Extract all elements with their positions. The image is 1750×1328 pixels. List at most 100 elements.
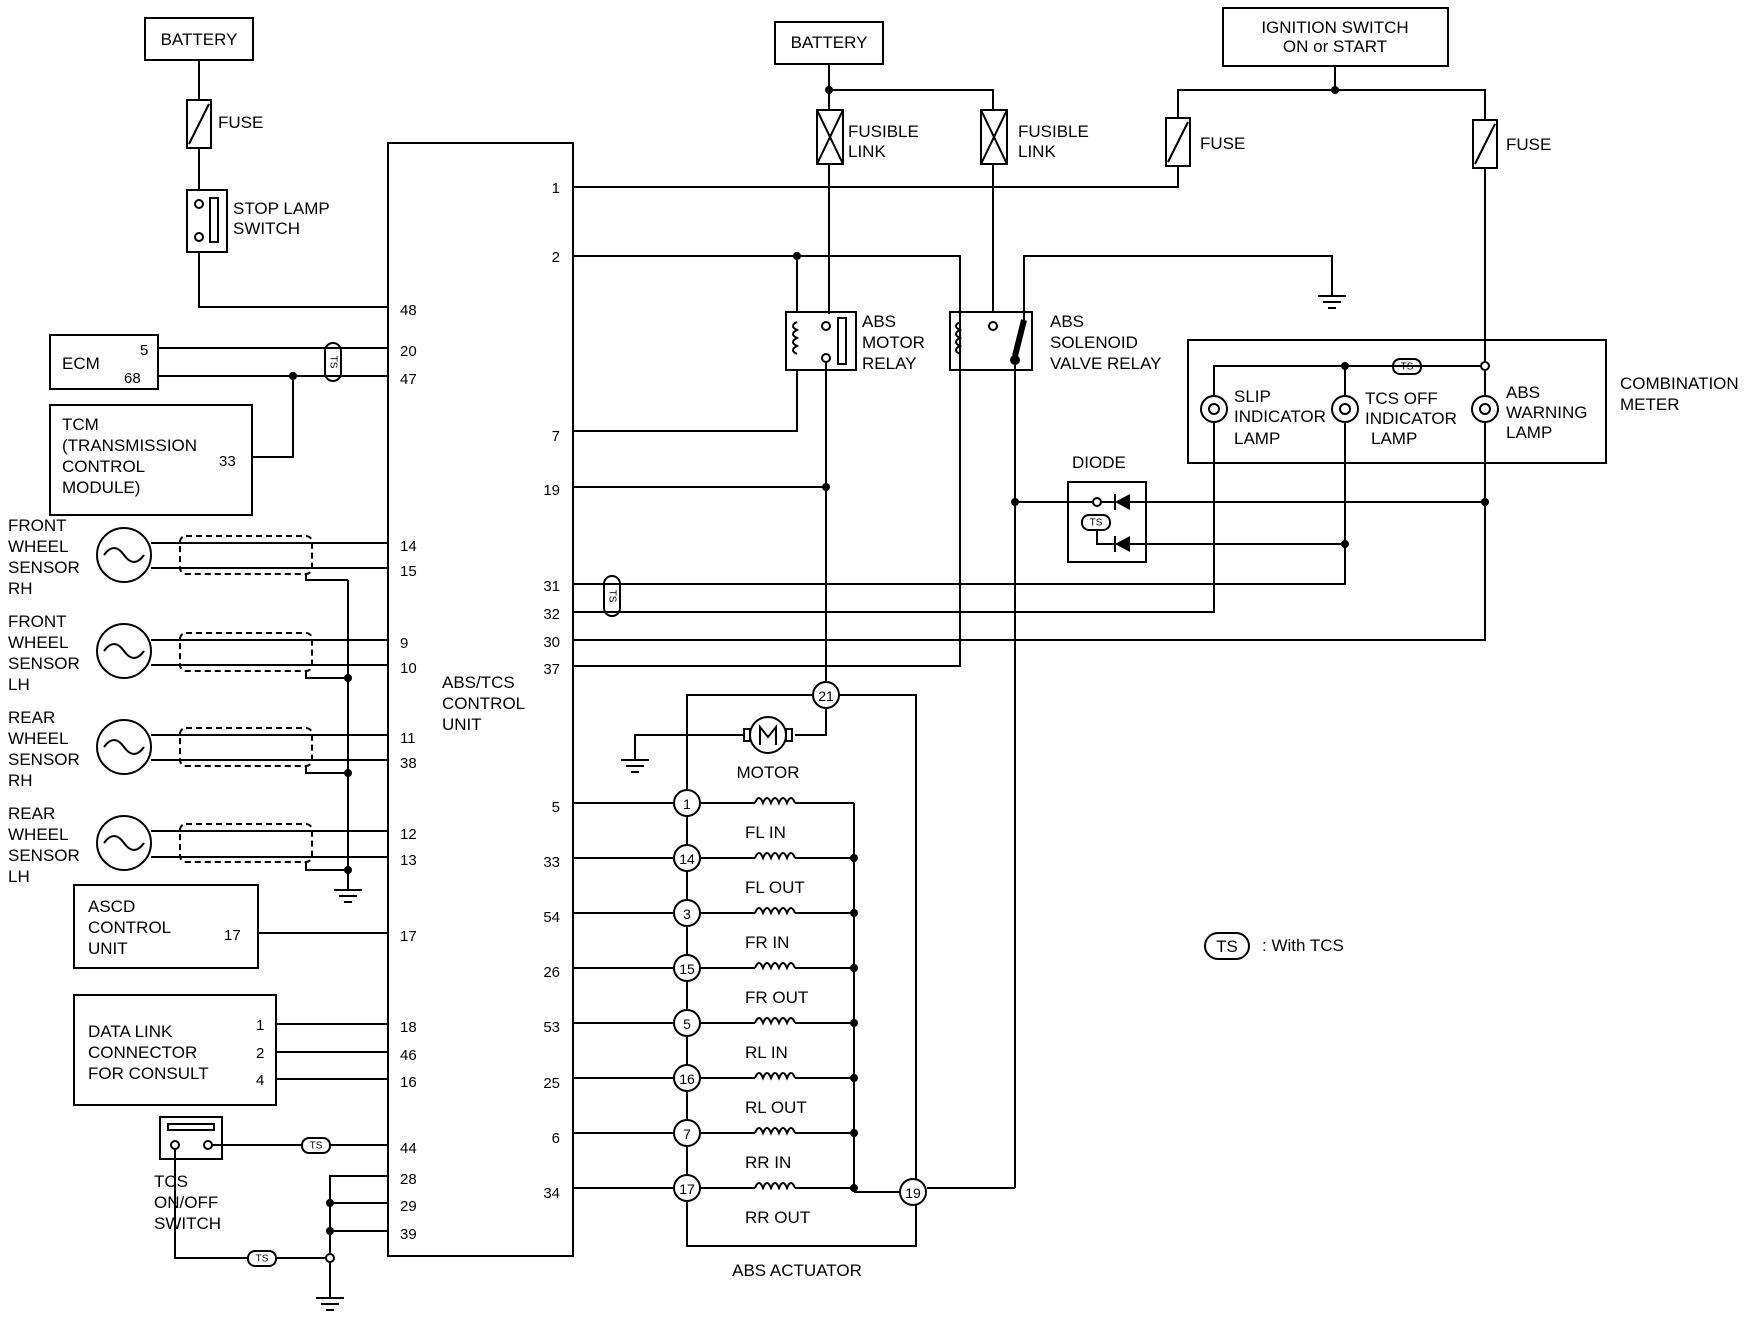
actuator-pin-5: 5 (683, 1016, 691, 1032)
svg-text:TS: TS (1401, 362, 1414, 373)
ecm-box: ECM 5 68 (49, 334, 159, 390)
actuator-pin-7: 7 (683, 1126, 691, 1142)
stop-lamp-switch: STOP LAMP SWITCH (186, 189, 330, 253)
actuator-pin-21: 21 (818, 688, 834, 704)
svg-text:1: 1 (552, 180, 560, 197)
svg-text:47: 47 (400, 371, 417, 388)
svg-text:6: 6 (552, 1130, 560, 1147)
stop-lamp-label-1: STOP LAMP (233, 199, 330, 218)
rear-wheel-sensor-lh-label: REAR WHEEL SENSOR LH (8, 804, 80, 886)
svg-text:LAMP: LAMP (1371, 429, 1417, 448)
svg-text:5: 5 (552, 799, 560, 816)
svg-text:16: 16 (400, 1074, 417, 1091)
svg-text:CONNECTOR: CONNECTOR (88, 1043, 197, 1062)
fuse-left: FUSE (186, 99, 263, 149)
svg-text:53: 53 (543, 1019, 560, 1036)
solenoid-fr-in: 3FR IN (573, 899, 858, 952)
abs-solenoid-valve-relay: ABS SOLENOID VALVE RELAY (949, 311, 1162, 373)
data-link-connector-box: DATA LINK CONNECTOR FOR CONSULT 1 2 4 (73, 994, 277, 1106)
rear-wheel-sensor-rh (96, 719, 388, 775)
svg-text:30: 30 (543, 634, 560, 651)
svg-text:20: 20 (400, 343, 417, 360)
actuator-pin-15: 15 (679, 961, 695, 977)
svg-text:TS: TS (310, 1141, 323, 1152)
svg-text:ON or START: ON or START (1283, 37, 1387, 56)
fusible-link-2: FUSIBLE LINK (980, 109, 1089, 165)
svg-text:FUSIBLE: FUSIBLE (1018, 122, 1089, 141)
abs-tcs-control-unit: ABS/TCS CONTROL UNIT (387, 142, 574, 1257)
fusible-link-1: FUSIBLE LINK (816, 109, 919, 165)
svg-text:FUSIBLE: FUSIBLE (848, 122, 919, 141)
battery-right-box: BATTERY (774, 21, 884, 65)
svg-text:33: 33 (543, 854, 560, 871)
motor-label: MOTOR (737, 763, 800, 782)
tcm-label-2: (TRANSMISSION (62, 436, 197, 455)
actuator-pin-14: 14 (679, 851, 695, 867)
svg-text:SENSOR: SENSOR (8, 846, 80, 865)
fuse-left-label: FUSE (218, 113, 263, 132)
ignition-switch-box: IGNITION SWITCH ON or START (1222, 7, 1449, 67)
svg-text:54: 54 (543, 909, 560, 926)
abs-warning-lamp: ABS WARNING LAMP (1471, 383, 1588, 442)
svg-text:TS: TS (607, 590, 618, 603)
svg-text:METER: METER (1620, 395, 1680, 414)
svg-text:31: 31 (543, 578, 560, 595)
svg-text:39: 39 (400, 1226, 417, 1243)
solenoid-label: RL IN (745, 1043, 788, 1062)
svg-text:LH: LH (8, 867, 30, 886)
svg-text:32: 32 (543, 606, 560, 623)
svg-text:ABS: ABS (862, 312, 896, 331)
tcm-pin-33: 33 (219, 453, 236, 470)
fuse-ignition-2: FUSE (1472, 119, 1551, 169)
dlc-pin-1: 1 (256, 1017, 264, 1034)
svg-text:UNIT: UNIT (88, 939, 128, 958)
battery-left-label: BATTERY (161, 30, 238, 49)
svg-text:WHEEL: WHEEL (8, 825, 68, 844)
svg-text:WHEEL: WHEEL (8, 537, 68, 556)
svg-text:7: 7 (552, 428, 560, 445)
svg-text:LAMP: LAMP (1234, 429, 1280, 448)
ground-symbol-motor (621, 759, 649, 773)
rear-wheel-sensor-lh (96, 815, 388, 871)
svg-text:15: 15 (400, 563, 417, 580)
svg-text:17: 17 (400, 928, 417, 945)
svg-text:18: 18 (400, 1019, 417, 1036)
actuator-pin-17: 17 (679, 1181, 695, 1197)
svg-text:DATA LINK: DATA LINK (88, 1022, 173, 1041)
battery-left-box: BATTERY (144, 17, 254, 61)
svg-text:ABS/TCS: ABS/TCS (442, 673, 515, 692)
tcs-off-indicator-lamp: TCS OFF INDICATOR LAMP (1331, 389, 1457, 448)
solenoid-label: FL IN (745, 823, 786, 842)
dlc-pin-4: 4 (256, 1072, 264, 1089)
abs-actuator-label: ABS ACTUATOR (732, 1261, 862, 1280)
svg-text:25: 25 (543, 1075, 560, 1092)
svg-text:REAR: REAR (8, 708, 55, 727)
rear-wheel-sensor-rh-label: REAR WHEEL SENSOR RH (8, 708, 80, 790)
solenoid-rl-in: 5 RL IN (573, 1009, 858, 1062)
svg-text:ABS: ABS (1050, 312, 1084, 331)
ground-symbol-sensors (334, 889, 362, 903)
ascd-pin-17: 17 (224, 927, 241, 944)
svg-text:FUSE: FUSE (1506, 135, 1551, 154)
svg-text:IGNITION SWITCH: IGNITION SWITCH (1261, 18, 1408, 37)
svg-text:WARNING: WARNING (1506, 403, 1588, 422)
svg-text:LAMP: LAMP (1506, 423, 1552, 442)
svg-text:TCS: TCS (154, 1172, 188, 1191)
slip-indicator-lamp: SLIP INDICATOR LAMP (1200, 387, 1326, 448)
dlc-pin-2: 2 (256, 1045, 264, 1062)
svg-text:SENSOR: SENSOR (8, 654, 80, 673)
svg-text:SWITCH: SWITCH (154, 1214, 221, 1233)
control-unit-left-pins: 48 20 47 14 15 9 10 11 38 12 13 17 18 46… (400, 302, 417, 1243)
abs-motor-relay: ABS MOTOR RELAY (785, 311, 925, 373)
ts-marker-ground: TS (247, 1250, 277, 1267)
solenoid-label: FR IN (745, 933, 789, 952)
svg-text:2: 2 (552, 249, 560, 266)
svg-text:RH: RH (8, 771, 33, 790)
front-wheel-sensor-rh-label: FRONT WHEEL SENSOR RH (8, 516, 80, 598)
svg-text:WHEEL: WHEEL (8, 633, 68, 652)
svg-text:UNIT: UNIT (442, 715, 482, 734)
svg-text:REAR: REAR (8, 804, 55, 823)
